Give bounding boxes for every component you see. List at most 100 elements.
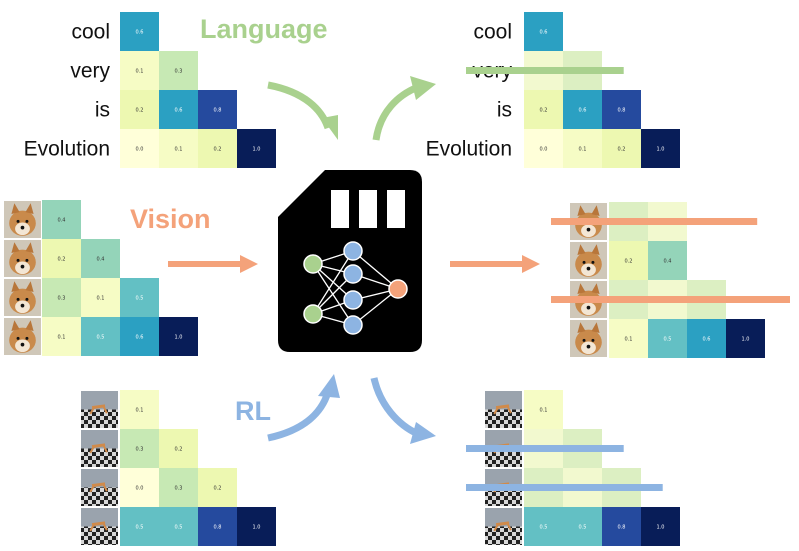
token-label: is (497, 99, 512, 122)
cell-value-label: 1.0 (657, 147, 665, 153)
cell-value-label: 0.6 (579, 108, 587, 114)
cell-value-label: 0.6 (540, 30, 548, 36)
cell-value-label: 0.6 (175, 108, 183, 114)
matrix-cell (602, 129, 641, 168)
cell-value-label: 0.1 (97, 296, 105, 302)
matrix-cell (237, 507, 276, 546)
vision-out-arrow (450, 255, 540, 273)
cell-value-label: 0.1 (136, 408, 144, 414)
dog-photo-thumbnail (570, 320, 607, 357)
cell-value-label: 0.8 (618, 525, 626, 531)
cell-value-label: 0.0 (540, 147, 548, 153)
output-node (388, 279, 408, 299)
cell-value-label: 0.2 (625, 259, 633, 265)
matrix-cell (120, 12, 159, 51)
cell-value-label: 0.5 (97, 335, 105, 341)
cell-value-label: 0.8 (618, 108, 626, 114)
cell-value-label: 0.2 (214, 147, 222, 153)
dog-photo-thumbnail (570, 242, 607, 279)
dog-photo-thumbnail (4, 279, 41, 316)
cell-value-label: 1.0 (742, 337, 750, 343)
matrix-cell (524, 12, 563, 51)
matrix-cell (726, 319, 765, 358)
input-node (303, 254, 323, 274)
cell-value-label: 0.8 (214, 108, 222, 114)
matrix-cell (198, 129, 237, 168)
cell-value-label: 0.4 (97, 257, 105, 263)
matrix-cell (120, 129, 159, 168)
matrix-cell (609, 241, 648, 280)
chip-slot-2 (359, 190, 377, 228)
language-output-matrix: 0.6coolvery0.20.60.8is0.00.10.21.0Evolut… (426, 12, 680, 168)
matrix-cell (120, 51, 159, 90)
matrix-cell (648, 241, 687, 280)
cell-value-label: 0.1 (136, 69, 144, 75)
matrix-cell (563, 129, 602, 168)
cell-value-label: 0.5 (664, 337, 672, 343)
vision-title: Vision (130, 204, 211, 234)
matrix-cell (524, 390, 563, 429)
cell-value-label: 0.6 (136, 335, 144, 341)
memory-chip-icon (278, 170, 422, 352)
attention-panels: 0.6 cool 0.1 0.3 very 0.2 0.6 0.8 is 0.0 0.1 0.2 1.0… (4, 12, 790, 546)
robot-checkerboard-thumbnail (485, 508, 522, 545)
matrix-cell (641, 507, 680, 546)
cell-value-label: 0.2 (175, 447, 183, 453)
matrix-cell (159, 129, 198, 168)
cell-value-label: 0.1 (625, 337, 633, 343)
matrix-cell (159, 429, 198, 468)
matrix-cell (159, 51, 198, 90)
cell-value-label: 0.5 (540, 525, 548, 531)
rl-in-arrow (267, 374, 340, 442)
cell-value-label: 0.2 (214, 486, 222, 492)
cell-value-label: 0.1 (175, 147, 183, 153)
matrix-cell (159, 90, 198, 129)
robot-checkerboard-thumbnail (485, 391, 522, 428)
vision-in-arrow (168, 255, 258, 273)
matrix-cell (563, 90, 602, 129)
matrix-cell (120, 390, 159, 429)
token-label: very (70, 60, 110, 83)
matrix-cell (81, 239, 120, 278)
robot-checkerboard-thumbnail (81, 469, 118, 506)
matrix-cell (198, 90, 237, 129)
hidden-node (343, 264, 363, 284)
cell-value-label: 0.6 (703, 337, 711, 343)
matrix-cell (42, 200, 81, 239)
token-label: cool (71, 21, 110, 44)
matrix-cell (609, 319, 648, 358)
matrix-cell (237, 129, 276, 168)
matrix-cell (42, 278, 81, 317)
cell-value-label: 0.1 (579, 147, 587, 153)
cell-value-label: 0.3 (58, 296, 66, 302)
hidden-node (343, 315, 363, 335)
cell-value-label: 0.5 (579, 525, 587, 531)
cell-value-label: 1.0 (253, 525, 261, 531)
cell-value-label: 0.1 (540, 408, 548, 414)
cell-value-label: 0.5 (136, 296, 144, 302)
matrix-cell (42, 317, 81, 356)
cell-value-label: 0.8 (214, 525, 222, 531)
matrix-cell (524, 129, 563, 168)
matrix-cell (602, 507, 641, 546)
matrix-cell (120, 90, 159, 129)
token-label: Evolution (426, 138, 512, 161)
input-node (303, 304, 323, 324)
matrix-cell (687, 319, 726, 358)
matrix-cell (159, 317, 198, 356)
cell-value-label: 0.2 (618, 147, 626, 153)
cell-value-label: 0.1 (58, 335, 66, 341)
matrix-cell (120, 278, 159, 317)
matrix-cell (120, 317, 159, 356)
cell-value-label: 0.3 (136, 447, 144, 453)
cell-value-label: 1.0 (253, 147, 261, 153)
cell-value-label: 0.3 (175, 69, 183, 75)
matrix-cell (524, 90, 563, 129)
token-label: is (95, 99, 110, 122)
dog-photo-thumbnail (4, 240, 41, 277)
